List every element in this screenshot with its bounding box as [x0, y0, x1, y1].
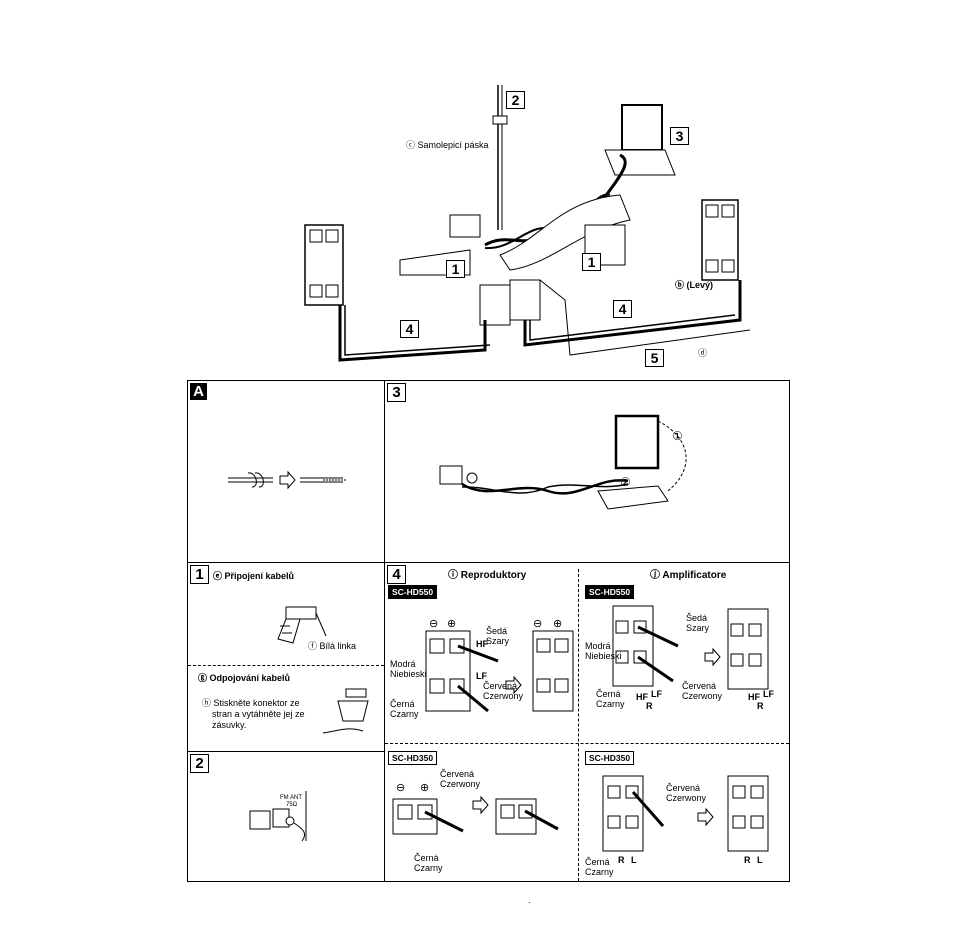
instruction-line-1: ⓗ Stiskněte konektor ze [202, 698, 300, 708]
panel-1-connector-drawing [277, 606, 327, 644]
dashed-divider-1 [188, 665, 384, 666]
cerna-label-3: Černá [414, 853, 439, 863]
callout-2: 2 [506, 91, 525, 109]
modra-label-1: Modrá [390, 659, 416, 669]
callout-4-right: 4 [613, 300, 632, 318]
panel-1-disconnect-drawing [322, 688, 369, 734]
hf-label-3: HF [748, 692, 760, 702]
niebieski-label-1: Niebieski [390, 669, 427, 679]
r-label-3: R [757, 701, 764, 711]
cerna-label-2: Černá [596, 689, 621, 699]
instruction-line-3: zásuvky. [212, 720, 247, 730]
szary-label-2: Szary [686, 623, 710, 633]
czarny-label-4: Czarny [585, 867, 614, 877]
panel-4-number: 4 [387, 565, 406, 584]
plus-marker-3: ⊕ [420, 782, 430, 794]
panel-a-wire-strip-drawing [228, 470, 346, 490]
horizontal-divider-1 [188, 562, 789, 563]
cervena-label-2: Červená [682, 681, 717, 691]
czerwony-label-2: Czerwony [682, 691, 723, 701]
r-label-2: R [646, 701, 653, 711]
callout-5: 5 [645, 349, 664, 367]
hf-label-1: HF [476, 639, 488, 649]
fm-ant-label: FM ANT [280, 795, 302, 801]
dashed-divider-4 [385, 743, 789, 744]
l-label-5: L [757, 855, 763, 865]
step-2-marker: ② [620, 475, 631, 489]
model-550-amplifier: SC-HD550 [585, 585, 635, 599]
top-wiring-illustration: 2 3 1 1 4 4 5 ⓒ Samolepicí páska ⓑ (Levý… [300, 80, 760, 380]
minus-marker-3: ⊖ [396, 782, 406, 794]
panel-3-loop-antenna-drawing [439, 414, 687, 510]
vertical-divider [384, 381, 385, 881]
instruction-panels: A 3 ① ② 1 ⓔ Připojení kabelů ⓕ Bílá link… [187, 380, 790, 882]
plus-marker-2: ⊕ [553, 618, 563, 630]
ohm-label: 75Ω [286, 802, 298, 808]
lf-label-3: LF [763, 689, 774, 699]
horizontal-divider-2 [188, 751, 384, 752]
cerna-label-1: Černá [390, 699, 415, 709]
step-1-marker: ① [672, 429, 683, 443]
seda-label-2: Šedá [686, 613, 708, 623]
callout-1-left: 1 [446, 260, 465, 278]
callout-1-right: 1 [582, 253, 601, 271]
left-label: ⓑ (Levý) [675, 280, 714, 290]
lf-label-2: LF [651, 689, 662, 699]
czerwony-label-3: Czerwony [440, 779, 481, 789]
czarny-label-1: Czarny [390, 709, 419, 719]
callout-3: 3 [670, 127, 689, 145]
minus-marker-1: ⊖ [429, 618, 439, 630]
r-label-4: R [618, 855, 625, 865]
system-wiring-drawing [304, 85, 751, 362]
panel-a-number: A [190, 383, 207, 400]
instruction-line-2: stran a vytáhněte jej ze [212, 709, 305, 719]
cervena-label-3: Červená [440, 769, 475, 779]
speakers-title: ⓘ Reproduktory [448, 570, 527, 581]
czerwony-label-4: Czerwony [666, 793, 707, 803]
tape-label: ⓒ Samolepicí páska [406, 140, 489, 150]
cervena-label-1: Červená [483, 681, 518, 691]
callout-4-left: 4 [400, 320, 419, 338]
hf-label-2: HF [636, 692, 648, 702]
panel-2-fm-antenna-drawing [249, 791, 307, 842]
panel-1-number: 1 [190, 565, 209, 584]
czarny-label-2: Czarny [596, 699, 625, 709]
czerwony-label-1: Czerwony [483, 691, 524, 701]
panel-3-number: 3 [387, 383, 406, 402]
czarny-label-3: Czarny [414, 863, 443, 873]
model-550-speakers: SC-HD550 [388, 585, 438, 599]
seda-label-1: Šedá [486, 626, 508, 636]
minus-marker-2: ⊖ [533, 618, 543, 630]
white-line-label: ⓕ Bílá linka [308, 641, 357, 651]
dashed-divider-5 [578, 569, 579, 881]
panel-2-number: 2 [190, 754, 209, 773]
footer-dot: . [528, 895, 531, 905]
panel-4-speaker-terminal-drawings [392, 605, 769, 852]
model-350-amplifier: SC-HD350 [585, 751, 635, 765]
lf-label-1: LF [476, 671, 487, 681]
modra-label-2: Modrá [585, 641, 611, 651]
niebieski-label-2: Niebieski [585, 651, 622, 661]
cerna-label-4: Černá [585, 857, 610, 867]
cervena-label-4: Červená [666, 783, 701, 793]
d-label: ⓓ [698, 348, 708, 358]
plus-marker-1: ⊕ [447, 618, 457, 630]
amplifier-title: ⓙ Amplificatore [650, 570, 727, 581]
model-350-speakers: SC-HD350 [388, 751, 438, 765]
szary-label-1: Szary [486, 636, 510, 646]
r-label-5: R [744, 855, 751, 865]
connect-title: ⓔ Připojení kabelů [213, 571, 295, 581]
l-label-4: L [631, 855, 637, 865]
disconnect-title: ⓖ Odpojování kabelů [198, 673, 291, 683]
